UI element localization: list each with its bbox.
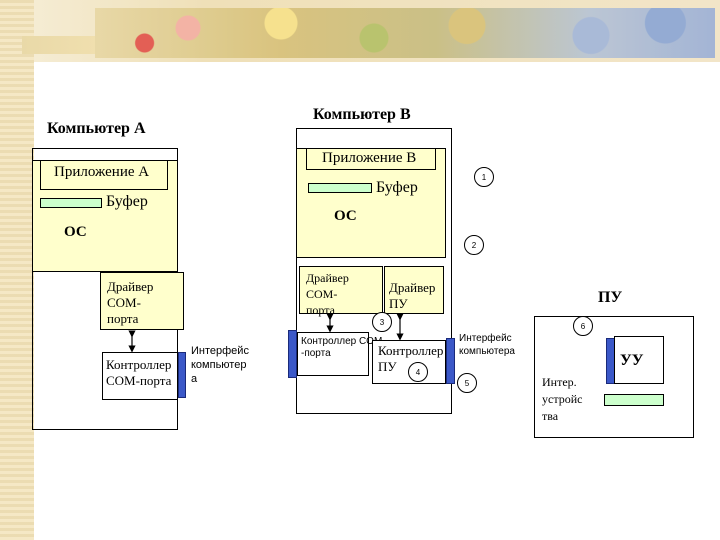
marker-5: 5	[457, 373, 477, 393]
marker-6: 6	[573, 316, 593, 336]
computer-b-driver-com-box	[299, 266, 383, 314]
computer-a-com-port	[178, 352, 186, 398]
computer-a-buffer-label: Буфер	[106, 193, 148, 210]
computer-a-app-box	[40, 160, 168, 190]
pu-frame	[534, 316, 694, 438]
computer-b-controller-com-box	[297, 332, 369, 376]
computer-a-controller-box	[102, 352, 178, 400]
computer-b-buffer-bar	[308, 183, 372, 193]
computer-a-driver-box	[100, 272, 184, 330]
computer-b-pu-port	[446, 338, 455, 384]
computer-a-os-label: ОС	[64, 224, 87, 240]
computer-b-driver-pu-box	[384, 266, 444, 314]
computer-b-com-port	[288, 330, 297, 378]
decorative-banner	[95, 8, 715, 58]
computer-b-os-label: ОС	[334, 208, 357, 224]
pu-buffer-bar	[604, 394, 664, 406]
marker-3: 3	[372, 312, 392, 332]
paper-left-strip	[0, 0, 34, 540]
banner-left-accent	[22, 36, 97, 54]
pu-title: ПУ	[598, 289, 623, 306]
computer-b-controller-com-label: Контроллер COM-порта	[301, 336, 383, 359]
computer-b-frame	[296, 128, 452, 414]
computer-a-title: Компьютер А	[47, 120, 146, 137]
marker-2: 2	[464, 235, 484, 255]
pu-control-unit-label: УУ	[620, 352, 644, 369]
computer-b-app-label: Приложение В	[322, 150, 417, 166]
marker-4: 4	[408, 362, 428, 382]
pu-control-unit-box	[614, 336, 664, 384]
computer-a-buffer-bar	[40, 198, 102, 208]
computer-b-title: Компьютер В	[313, 106, 411, 123]
computer-b-app-box	[306, 148, 436, 170]
computer-b-buffer-label: Буфер	[376, 179, 418, 196]
computer-a-app-label: Приложение А	[54, 164, 150, 180]
marker-1: 1	[474, 167, 494, 187]
